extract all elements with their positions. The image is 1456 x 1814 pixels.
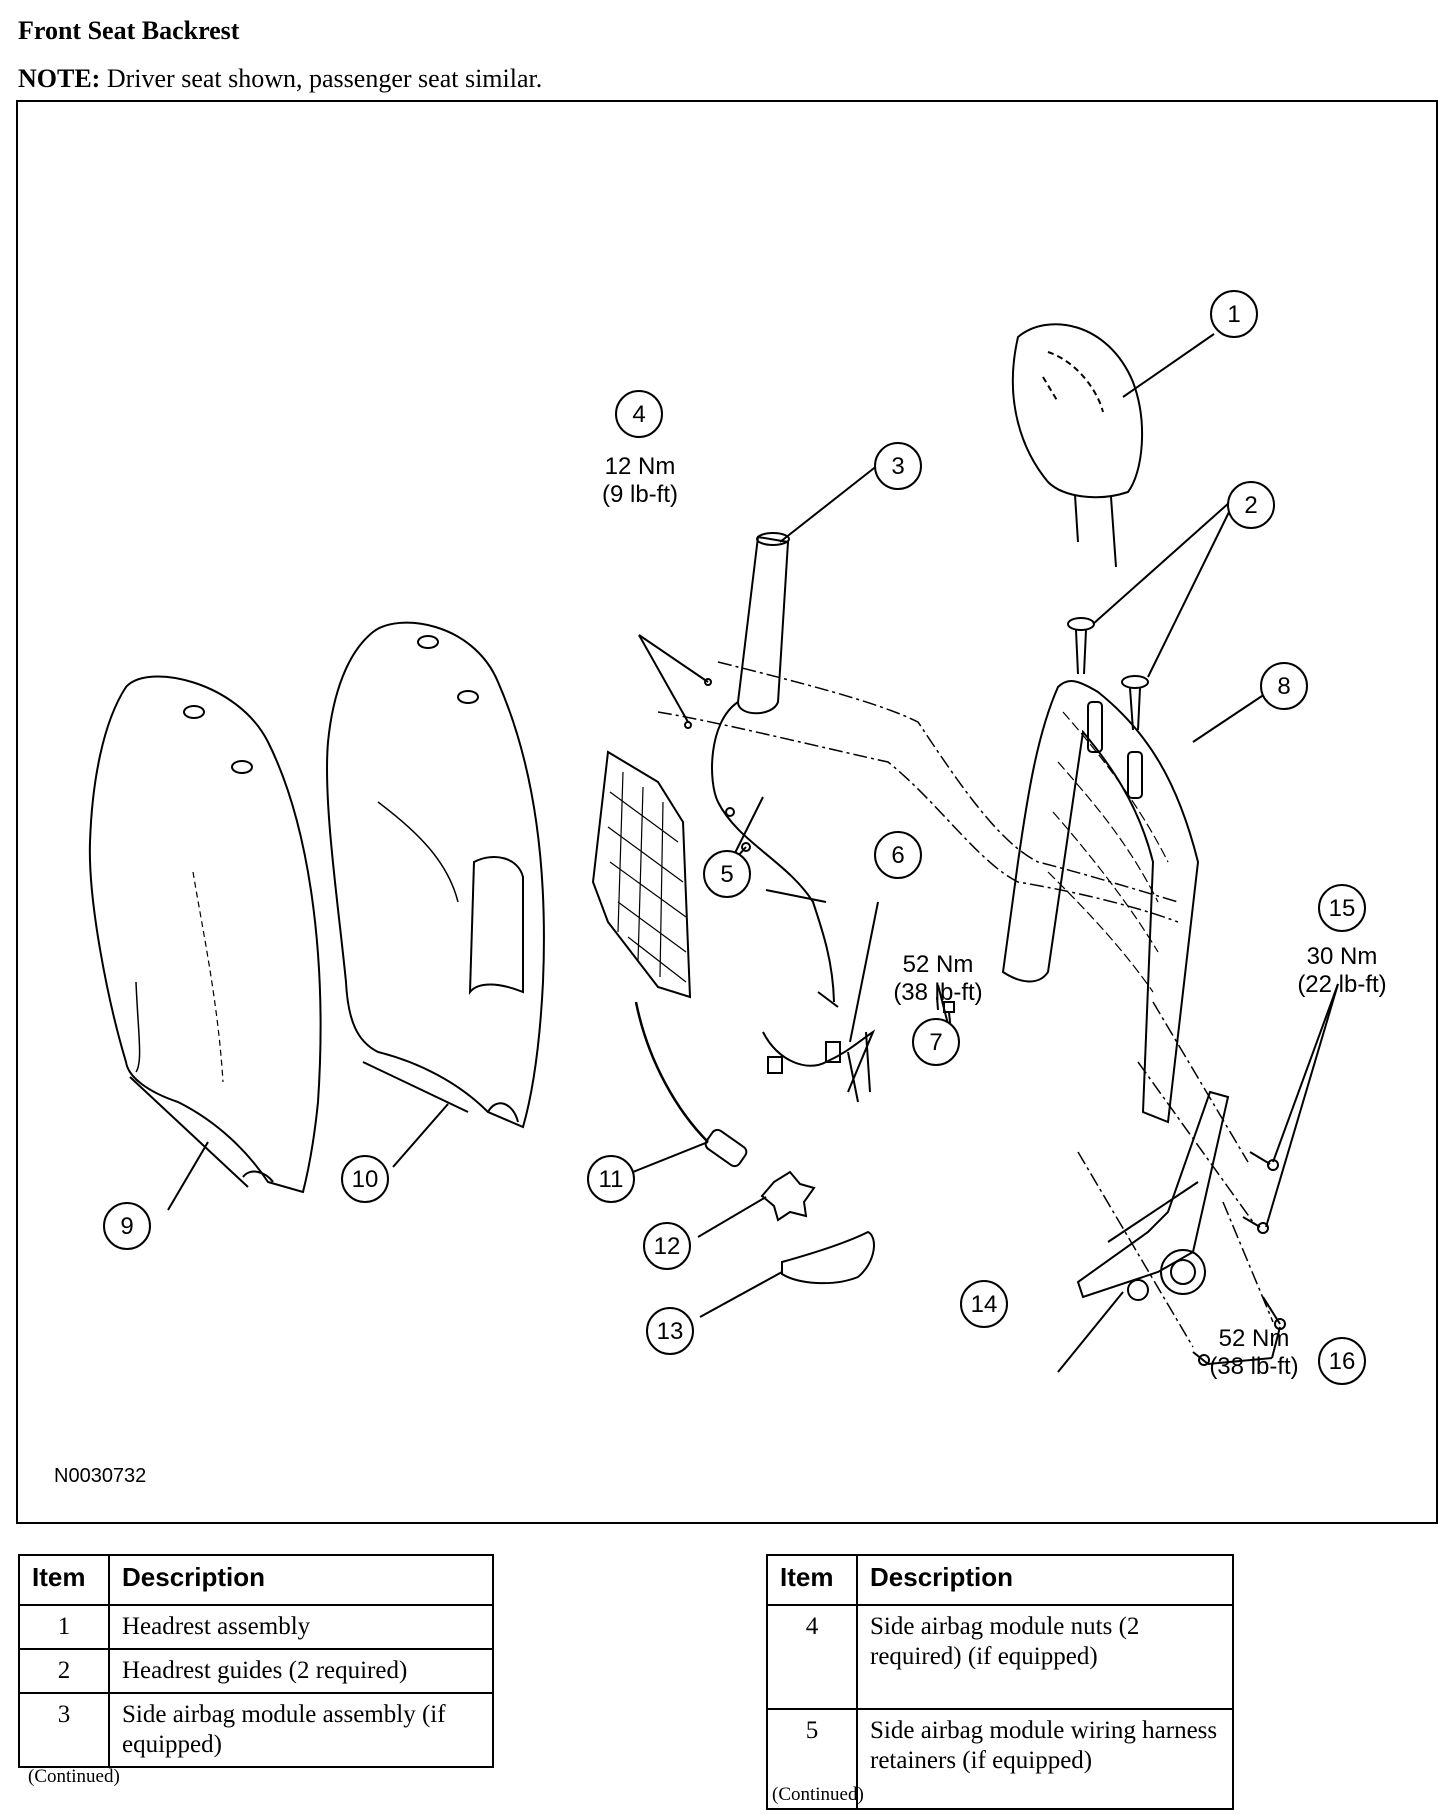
note: NOTE: Driver seat shown, passenger seat … (18, 64, 542, 94)
legend-item-description: Headrest guides (2 required) (108, 1648, 494, 1694)
recliner-handle (781, 1230, 875, 1285)
legend-row: 2 Headrest guides (2 required) (18, 1648, 494, 1694)
callout-6: 6 (891, 842, 904, 869)
legend-table-right: Item Description 4 Side airbag module nu… (766, 1554, 1234, 1810)
legend-row: 5 Side airbag module wiring harness reta… (766, 1708, 1234, 1810)
bolts-15 (1242, 1151, 1279, 1234)
page-title: Front Seat Backrest (18, 16, 240, 45)
torque-4-nm: 12 Nm (605, 453, 676, 480)
legend-header-item: Item (766, 1554, 858, 1606)
side-airbag-module (711, 532, 835, 1003)
callout-9: 9 (120, 1213, 133, 1240)
legend-item-description: Side airbag module nuts (2 required) (if… (856, 1604, 1234, 1710)
legend-item-description: Side airbag module assembly (if equipped… (108, 1692, 494, 1768)
alignment-line-1 (657, 711, 1179, 923)
backrest-rear-cover (88, 675, 322, 1194)
adjuster-knob (760, 1170, 816, 1222)
legend-header-description: Description (108, 1554, 494, 1606)
recliner-mechanism (1076, 1090, 1230, 1301)
backrest-cushion (326, 621, 545, 1129)
callout-8: 8 (1277, 673, 1290, 700)
callout-15: 15 (1329, 895, 1356, 922)
callout-14: 14 (971, 1291, 998, 1318)
exploded-diagram: 1 2 3 4 5 6 7 8 9 10 11 12 13 14 15 16 1… (16, 100, 1438, 1524)
legend-table-left: Item Description 1 Headrest assembly 2 H… (18, 1554, 494, 1768)
callout-4: 4 (632, 401, 645, 428)
nut-4a (704, 678, 712, 686)
torque-7-lbft: (38 lb-ft) (893, 979, 982, 1006)
callout-1: 1 (1227, 301, 1240, 328)
callout-16: 16 (1329, 1348, 1356, 1375)
torque-16-nm: 52 Nm (1219, 1325, 1290, 1352)
alignment-line-3 (1077, 1001, 1274, 1348)
legend-item-number: 5 (766, 1708, 858, 1810)
legend-row: 1 Headrest assembly (18, 1604, 494, 1650)
torque-7-nm: 52 Nm (903, 951, 974, 978)
legend-item-number: 4 (766, 1604, 858, 1710)
callout-11: 11 (599, 1166, 624, 1193)
seat-frame (1001, 680, 1200, 1124)
headrest (1011, 323, 1143, 568)
torque-16-lbft: (38 lb-ft) (1209, 1353, 1298, 1380)
torque-15-lbft: (22 lb-ft) (1297, 971, 1386, 998)
continued-note-left: (Continued) (28, 1766, 120, 1787)
callout-10: 10 (352, 1166, 379, 1193)
callout-12: 12 (654, 1233, 681, 1260)
callout-5: 5 (720, 861, 733, 888)
callout-2: 2 (1244, 492, 1257, 519)
alignment-line-2 (717, 661, 1179, 903)
wiring-harness (725, 807, 876, 1103)
legend-header-row: Item Description (18, 1554, 494, 1606)
callout-3: 3 (891, 453, 904, 480)
nut-4b (684, 721, 692, 729)
torque-15-nm: 30 Nm (1307, 943, 1378, 970)
torque-4-lbft: (9 lb-ft) (602, 481, 678, 508)
note-text: Driver seat shown, passenger seat simila… (100, 64, 543, 93)
legend-item-description: Side airbag module wiring harness retain… (856, 1708, 1234, 1810)
legend-row: 3 Side airbag module assembly (if equipp… (18, 1692, 494, 1768)
note-label: NOTE: (18, 64, 101, 93)
headrest-guides (1067, 617, 1149, 731)
legend-item-description: Headrest assembly (108, 1604, 494, 1650)
legend-header-row: Item Description (766, 1554, 1234, 1606)
continued-note-right: (Continued) (772, 1784, 864, 1805)
figure-ref-code: N0030732 (54, 1465, 146, 1487)
legend-header-item: Item (18, 1554, 110, 1606)
legend-item-number: 3 (18, 1692, 110, 1768)
callout-7: 7 (929, 1029, 942, 1056)
legend-item-number: 2 (18, 1648, 110, 1694)
lumbar-support (591, 750, 748, 1168)
legend-header-description: Description (856, 1554, 1234, 1606)
legend-item-number: 1 (18, 1604, 110, 1650)
legend-row: 4 Side airbag module nuts (2 required) (… (766, 1604, 1234, 1710)
callout-13: 13 (657, 1318, 684, 1345)
